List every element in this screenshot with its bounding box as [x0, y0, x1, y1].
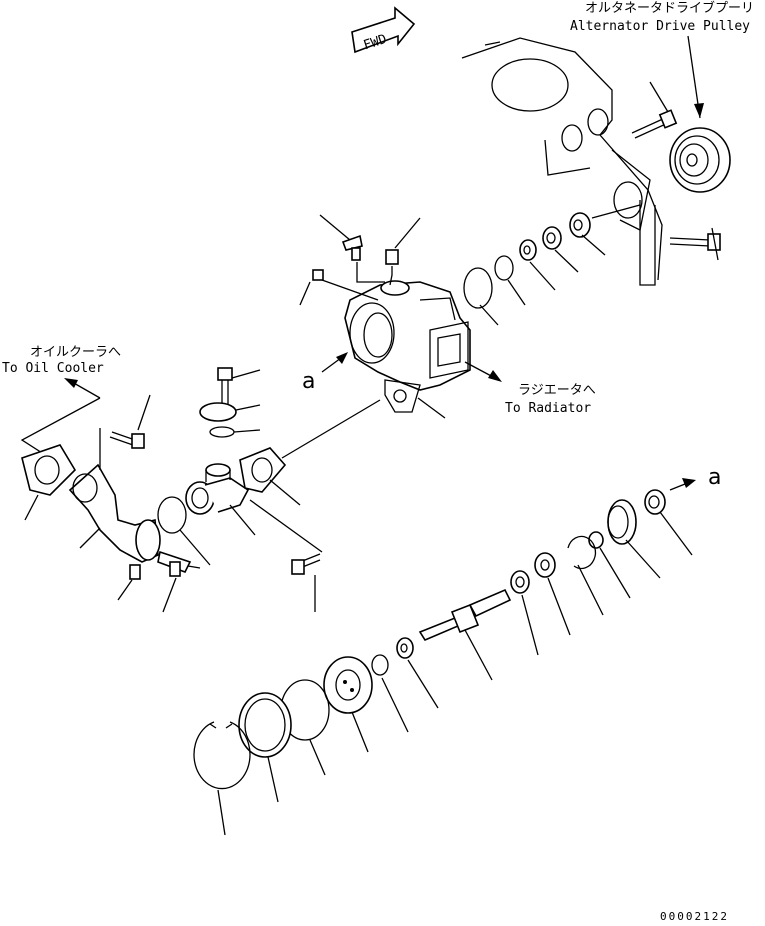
thermostat-cap — [199, 402, 237, 422]
view-a-marker-left: a — [302, 369, 315, 394]
alternator-label-jp: オルタネータドライブプーリ — [585, 0, 754, 16]
thermostat-seal — [209, 426, 235, 438]
view-a-marker-right: a — [708, 465, 721, 490]
alternator-drive-pulley — [669, 127, 731, 193]
bolt-thermostat — [217, 367, 233, 405]
bolt-lower-middle — [291, 553, 321, 575]
pump-shaft — [418, 588, 512, 642]
bearing-set-lower — [510, 489, 666, 594]
gasket-middle — [239, 447, 287, 493]
bolt-upper — [631, 109, 678, 139]
oil-cooler-label-jp: オイルクーラへ — [30, 345, 121, 360]
alternator-arrowhead — [694, 103, 704, 118]
oil-cooler-label-en: To Oil Cooler — [2, 361, 104, 376]
thermostat-housing — [185, 463, 250, 515]
plug-top — [385, 249, 399, 265]
plug-left — [312, 269, 324, 281]
gasket-left — [21, 444, 77, 496]
bearing-set-upper — [463, 212, 591, 309]
o-ring-middle — [157, 496, 187, 534]
fwd-arrow: FWD — [351, 6, 416, 54]
alternator-label-en: Alternator Drive Pulley — [570, 19, 750, 34]
seal-ring — [371, 654, 389, 676]
mechanical-seal — [396, 637, 414, 659]
snap-ring — [193, 721, 251, 790]
fwd-label: FWD — [362, 32, 389, 54]
bolt-lower-right — [669, 233, 721, 251]
radiator-label-en: To Radiator — [505, 401, 591, 416]
radiator-label-jp: ラジエータへ — [518, 383, 596, 398]
elbow-pipe — [68, 463, 161, 563]
drawing-number: 00002122 — [660, 910, 729, 923]
cover-plate — [238, 692, 292, 758]
impeller — [323, 656, 373, 714]
bolt-elbow — [109, 431, 145, 449]
water-pump-housing — [344, 280, 471, 413]
temperature-sensor — [157, 550, 192, 577]
plug-bottom — [129, 564, 141, 580]
drain-cock — [341, 234, 363, 261]
engine-block — [461, 37, 663, 286]
